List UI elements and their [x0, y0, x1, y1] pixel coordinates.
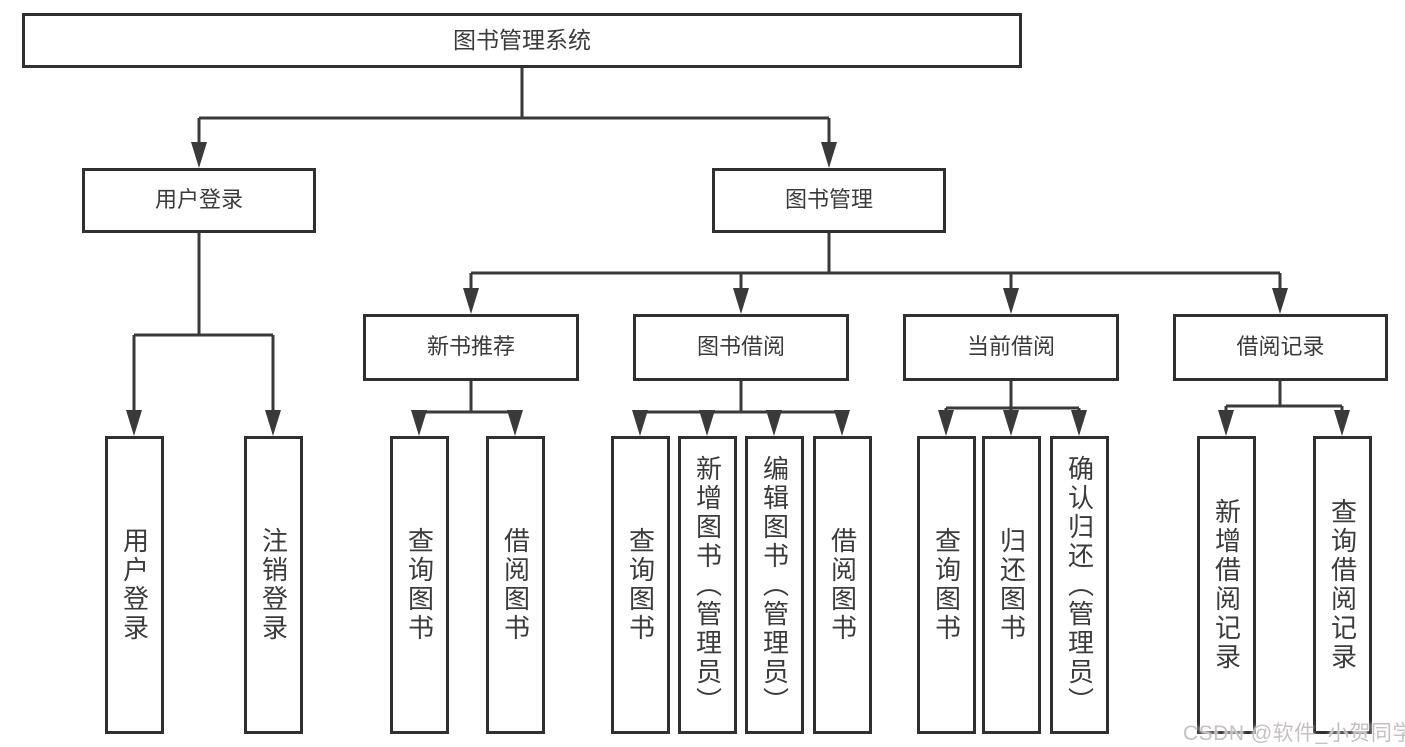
node-library-management-system: 图书管理系统 — [22, 13, 1022, 68]
connector-book-management-to-level3 — [469, 233, 1282, 300]
leaf-return-books: 归还图书 — [982, 436, 1041, 734]
leaf-add-borrow-record: 新增借阅记录 — [1197, 436, 1256, 734]
connector-root-to-level2 — [197, 68, 831, 150]
leaf-borrow-books: 借阅图书 — [813, 436, 872, 734]
leaf-edit-books-admin: 编辑图书（管理员） — [745, 436, 804, 734]
connector-user-login-to-leaves — [132, 233, 275, 420]
leaf-query-books-recommend: 查询图书 — [390, 436, 449, 734]
leaf-borrow-books-recommend: 借阅图书 — [486, 436, 545, 734]
leaf-confirm-return-admin: 确认归还（管理员） — [1050, 436, 1109, 734]
csdn-watermark: CSDN @软件_小贺同学 — [1183, 722, 1405, 745]
node-book-management: 图书管理 — [712, 168, 946, 233]
leaf-query-books-current: 查询图书 — [917, 436, 976, 734]
leaf-query-books-borrow: 查询图书 — [611, 436, 670, 734]
leaf-user-login: 用户登录 — [105, 436, 164, 734]
leaf-logout: 注销登录 — [244, 436, 303, 734]
node-book-borrowing: 图书借阅 — [633, 314, 849, 381]
leaf-query-borrow-record: 查询借阅记录 — [1313, 436, 1372, 734]
node-current-borrowing: 当前借阅 — [903, 314, 1119, 381]
node-user-login: 用户登录 — [82, 168, 316, 233]
arrowheads — [126, 142, 1350, 436]
connector-book-borrow-to-leaves — [638, 381, 844, 424]
connector-borrow-records-to-leaves — [1224, 381, 1344, 424]
connector-new-book-to-leaves — [417, 381, 517, 424]
leaf-add-books-admin: 新增图书（管理员） — [678, 436, 737, 734]
node-new-book-recommendation: 新书推荐 — [363, 314, 579, 381]
node-borrowing-records: 借阅记录 — [1173, 314, 1388, 381]
